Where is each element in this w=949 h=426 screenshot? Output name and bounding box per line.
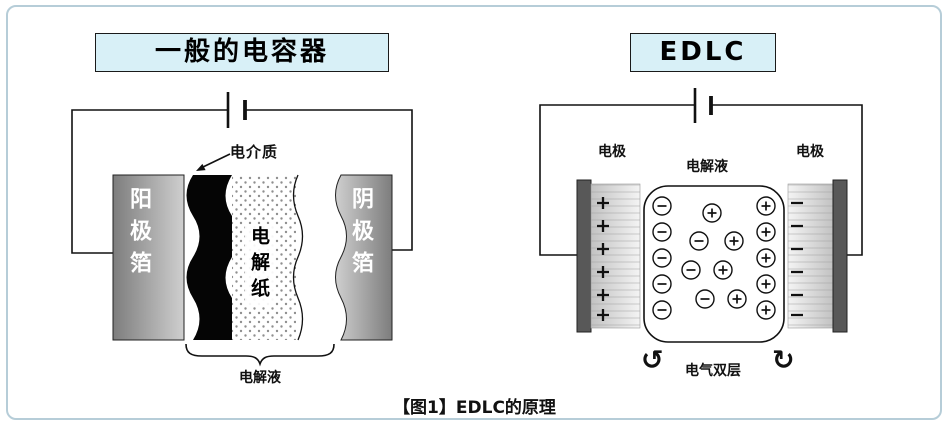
figure-caption: 【图1】EDLC的原理	[393, 398, 556, 418]
electrode-left-label: 电极	[598, 144, 626, 160]
battery-icon	[226, 92, 247, 128]
figure-border	[6, 5, 942, 420]
electrode-right-label: 电极	[796, 144, 824, 160]
dielectric-arrow-icon	[196, 153, 231, 171]
right-collector-bar	[832, 179, 848, 333]
right-electrode-texture	[788, 184, 833, 328]
double-layer-arrow-left-icon: ↺	[641, 345, 664, 376]
electrolyte-solution-label: 电解液	[686, 159, 728, 175]
paper-electrolyte-boundary	[292, 174, 304, 341]
positive-ion-icon	[727, 289, 747, 309]
positive-ion-icon	[756, 274, 776, 294]
negative-ion-icon	[689, 231, 709, 251]
positive-ion-icon	[702, 203, 722, 223]
anode-foil-label: 阳极箔	[126, 187, 151, 283]
double-layer-arrow-right-icon: ↻	[772, 345, 795, 376]
electrolytic-paper-label: 电解纸	[245, 224, 274, 306]
negative-ion-icon	[652, 196, 672, 216]
left-diagram-title: 一般的电容器	[95, 33, 389, 72]
cathode-foil-label: 阴极箔	[348, 187, 373, 283]
negative-ion-icon	[695, 289, 715, 309]
cathode-foil-electrode	[335, 174, 393, 341]
negative-ion-icon	[681, 260, 701, 280]
positive-ion-icon	[756, 300, 776, 320]
negative-ion-icon	[652, 274, 672, 294]
negative-ion-icon	[652, 300, 672, 320]
positive-ion-icon	[756, 196, 776, 216]
left-collector-bar	[576, 179, 592, 333]
dielectric-label: 电介质	[230, 143, 279, 161]
negative-charges	[791, 201, 803, 317]
anode-foil-electrode	[112, 174, 185, 341]
negative-ion-icon	[652, 248, 672, 268]
positive-ion-icon	[756, 248, 776, 268]
left-electrode-texture	[591, 184, 640, 328]
right-diagram-title: EDLC	[630, 33, 776, 72]
electrolyte-box	[643, 185, 785, 343]
electrolyte-brace	[185, 343, 335, 367]
circuit-wire-left	[539, 104, 695, 256]
positive-ion-icon	[713, 260, 733, 280]
positive-ion-icon	[756, 222, 776, 242]
double-layer-label: 电气双层	[685, 363, 741, 379]
circuit-wire-right	[711, 104, 863, 256]
battery-icon	[693, 88, 713, 123]
electrolyte-label: 电解液	[239, 370, 281, 386]
positive-charges	[597, 197, 609, 321]
dielectric-layer	[186, 175, 239, 340]
circuit-wire-left	[71, 109, 228, 254]
circuit-wire-right	[245, 109, 413, 251]
positive-ion-icon	[724, 231, 744, 251]
edlc-diagram	[539, 88, 863, 343]
negative-ion-icon	[652, 222, 672, 242]
